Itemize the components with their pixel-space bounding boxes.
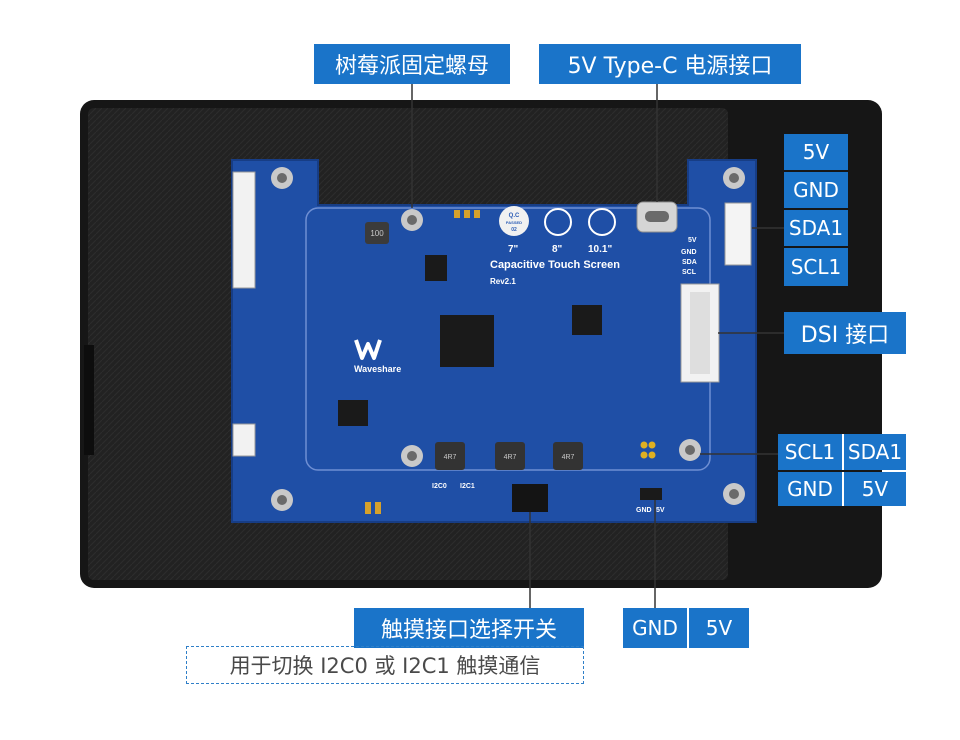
pogo-pin-sda1: SDA1 xyxy=(842,434,906,470)
qc-num-text: 02 xyxy=(511,227,517,233)
main-ic xyxy=(440,315,494,367)
qc-sub-text: PASSED xyxy=(506,220,522,225)
header-silk: GND xyxy=(636,507,652,514)
pogo-pin-scl1: SCL1 xyxy=(778,434,842,470)
header-silk: SCL xyxy=(682,269,697,276)
inductor xyxy=(553,442,583,470)
fpc-connector-top xyxy=(232,171,256,289)
i2c-pin-sda1: SDA1 xyxy=(784,210,848,246)
touch-switch-callout: 触摸接口选择开关 xyxy=(354,608,584,648)
header-silk: SDA xyxy=(682,259,697,266)
mounting-holes xyxy=(271,167,745,511)
size-circle-10 xyxy=(588,208,616,236)
leader-lines xyxy=(411,80,784,612)
waveshare-logo xyxy=(354,339,382,360)
panel-side-tab xyxy=(84,345,94,455)
switch-silk: I2C1 xyxy=(460,483,475,490)
inductor xyxy=(435,442,465,470)
product-text: Capacitive Touch Screen xyxy=(490,259,620,271)
pogo-pads xyxy=(640,441,656,459)
bottom-pin-5v: 5V xyxy=(687,608,749,648)
inductor-mark: 4R7 xyxy=(562,454,575,461)
bottom-header xyxy=(640,488,662,500)
touch-select-switch xyxy=(512,484,548,512)
pogo-pin-gnd: GND xyxy=(778,472,842,506)
dsi-port-callout: DSI 接口 xyxy=(784,312,906,354)
qc-sticker xyxy=(499,206,529,236)
inductor-mark: 4R7 xyxy=(444,454,457,461)
mount-nut-callout: 树莓派固定螺母 xyxy=(314,44,510,84)
inductor-mark: 4R7 xyxy=(504,454,517,461)
inductor xyxy=(495,442,525,470)
switch-silk: I2C0 xyxy=(432,483,447,490)
brand-text: Waveshare xyxy=(354,364,401,374)
header-silk: GND xyxy=(681,249,697,256)
usb-c-power-callout: 5V Type-C 电源接口 xyxy=(539,44,801,84)
ic-chip xyxy=(338,400,368,426)
size-label: 10.1" xyxy=(588,244,612,255)
size-label: 8" xyxy=(552,244,563,255)
fpc-connector-small xyxy=(232,423,256,457)
revision-text: Rev2.1 xyxy=(490,277,516,286)
ic-chip xyxy=(572,305,602,335)
qc-text: Q.C xyxy=(509,213,520,219)
i2c-pin-5v: 5V xyxy=(784,134,848,170)
i2c-pin-scl1: SCL1 xyxy=(784,248,848,286)
inductor xyxy=(365,222,389,244)
i2c-pin-gnd: GND xyxy=(784,172,848,208)
header-silk: 5V xyxy=(688,237,697,244)
size-circle-8 xyxy=(544,208,572,236)
pogo-pin-5v: 5V xyxy=(842,472,906,506)
header-silk: 5V xyxy=(656,507,665,514)
i2c-header xyxy=(724,202,752,266)
size-label: 7" xyxy=(508,244,519,255)
touch-switch-note: 用于切换 I2C0 或 I2C1 触摸通信 xyxy=(186,646,584,684)
inductor-mark: 100 xyxy=(370,229,384,238)
bottom-pin-gnd: GND xyxy=(623,608,687,648)
gold-pads xyxy=(365,210,480,514)
ic-chip xyxy=(425,255,447,281)
